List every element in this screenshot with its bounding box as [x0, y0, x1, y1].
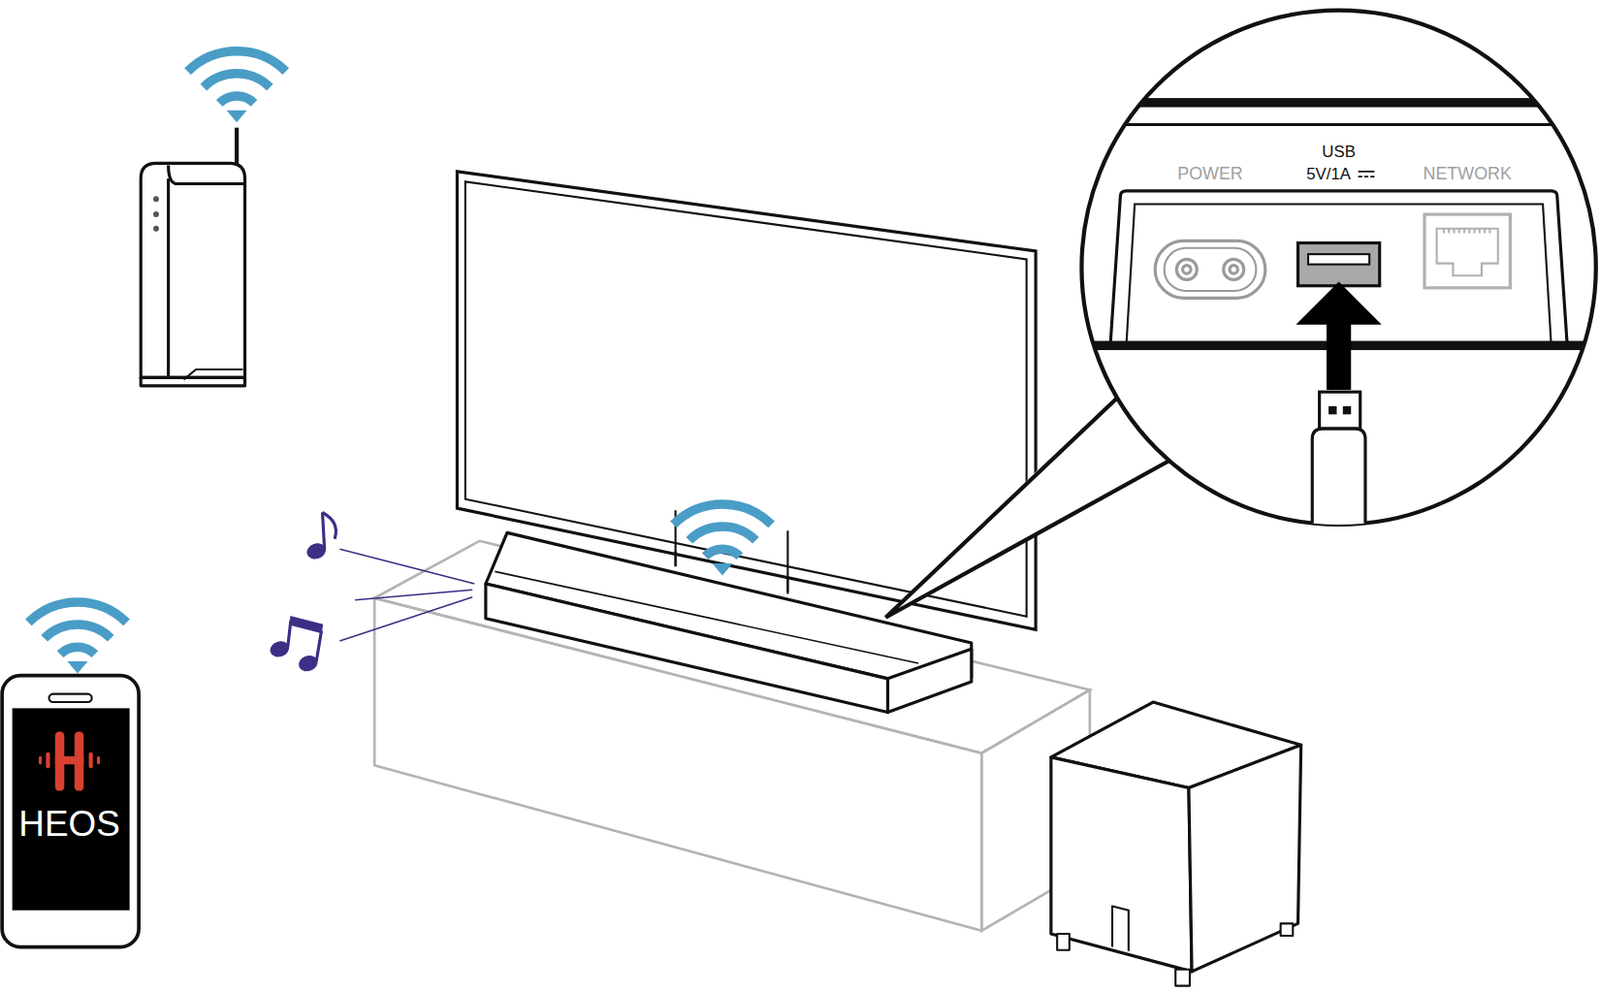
wifi-icons — [28, 51, 771, 674]
wifi-symbol — [188, 51, 287, 124]
port-label: POWER — [1177, 165, 1244, 184]
soundbar — [485, 532, 972, 712]
port-label: NETWORK — [1423, 165, 1512, 184]
callout-pointer — [885, 392, 1176, 618]
music-notes — [268, 512, 475, 673]
wifi-symbol — [28, 602, 127, 674]
app-name: HEOS — [18, 806, 120, 843]
power-socket — [1154, 240, 1266, 298]
usb-flash-drive — [1312, 391, 1366, 568]
wifi-symbol — [672, 504, 771, 576]
port-panel — [1081, 97, 1592, 568]
router — [140, 128, 245, 386]
subwoofer — [1051, 702, 1302, 987]
rating-label: 5V/1A — [1306, 166, 1351, 184]
network-jack — [1424, 214, 1510, 288]
port-label: USB — [1321, 143, 1356, 160]
usb-port — [1298, 243, 1380, 287]
dc-symbol — [1358, 171, 1376, 177]
smartphone — [1, 675, 139, 948]
heos-logo — [38, 732, 100, 792]
insert-arrow — [1295, 282, 1381, 391]
